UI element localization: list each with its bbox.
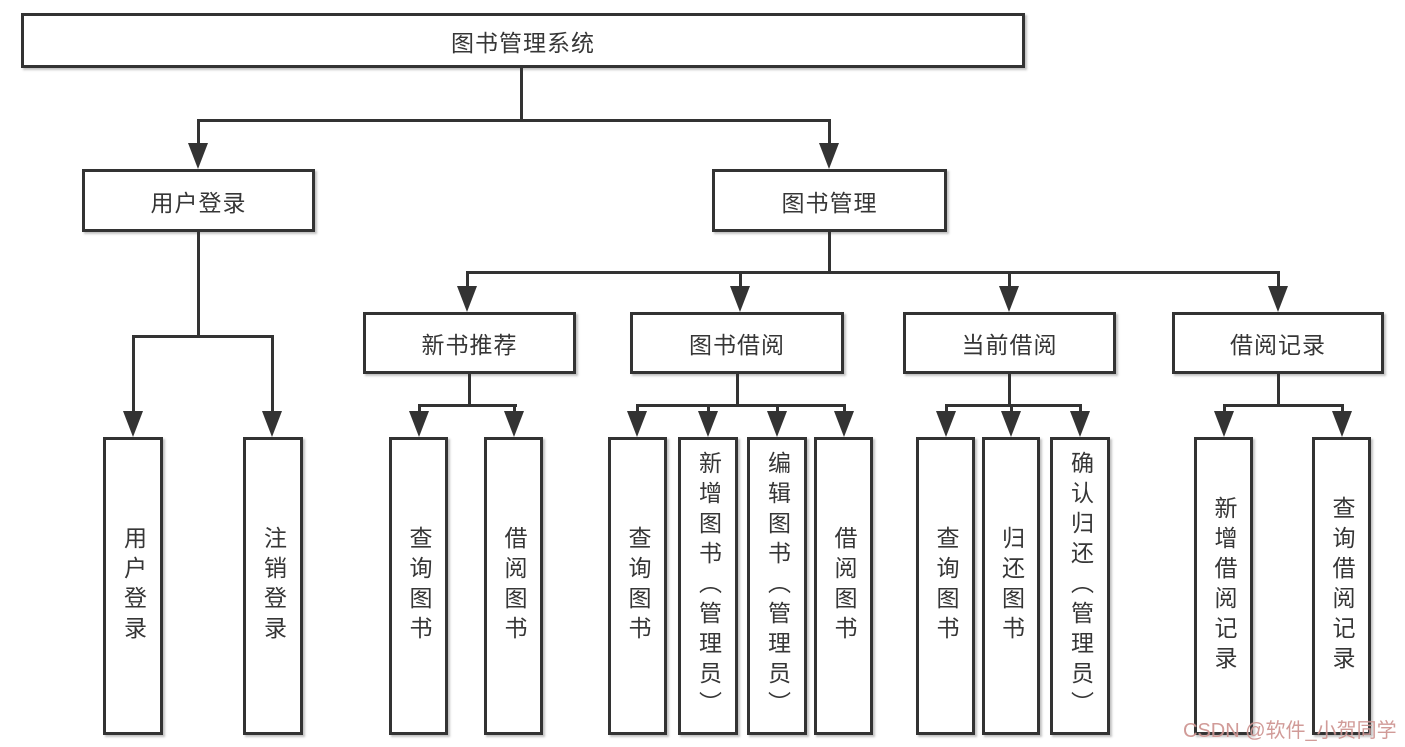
connector-hline: [132, 335, 274, 338]
arrow-down-icon: [188, 143, 208, 169]
leaf-logout: 注销登录: [243, 437, 303, 735]
connector-hline: [636, 404, 846, 407]
connector-hline: [418, 404, 517, 407]
connector-vline: [828, 232, 831, 274]
connector-vline: [828, 119, 831, 146]
connector-vline: [271, 335, 274, 413]
node-book-management-system: 图书管理系统: [21, 13, 1025, 68]
arrow-down-icon: [1332, 411, 1352, 437]
leaf-borrow-books-1: 借阅图书: [484, 437, 543, 735]
leaf-return-books: 归还图书: [982, 437, 1040, 735]
node-book-management: 图书管理: [712, 169, 947, 232]
arrow-down-icon: [698, 411, 718, 437]
connector-vline: [1277, 374, 1280, 406]
connector-vline: [418, 404, 421, 414]
leaf-borrow-books-2: 借阅图书: [814, 437, 873, 735]
connector-vline: [513, 404, 516, 414]
arrow-down-icon: [1268, 286, 1288, 312]
connector-vline: [1079, 404, 1082, 414]
arrow-down-icon: [457, 286, 477, 312]
connector-vline: [776, 404, 779, 414]
leaf-edit-books-admin: 编辑图书（管理员）: [747, 437, 807, 735]
leaf-user-login: 用户登录: [103, 437, 163, 735]
connector-vline: [739, 271, 742, 288]
connector-vline: [636, 404, 639, 414]
arrow-down-icon: [504, 411, 524, 437]
arrow-down-icon: [409, 411, 429, 437]
connector-vline: [1341, 404, 1344, 414]
leaf-confirm-return-admin: 确认归还（管理员）: [1050, 437, 1110, 735]
leaf-query-books-3: 查询图书: [916, 437, 975, 735]
connector-hline: [466, 271, 1280, 274]
arrow-down-icon: [1001, 411, 1021, 437]
arrow-down-icon: [627, 411, 647, 437]
arrow-down-icon: [262, 411, 282, 437]
connector-vline: [520, 68, 523, 121]
leaf-query-books-2: 查询图书: [608, 437, 667, 735]
connector-hline: [1223, 404, 1344, 407]
connector-vline: [1008, 271, 1011, 288]
leaf-query-books-1: 查询图书: [389, 437, 448, 735]
node-user-login: 用户登录: [82, 169, 315, 232]
arrow-down-icon: [1070, 411, 1090, 437]
watermark: CSDN @软件_小贺同学: [1183, 720, 1397, 742]
connector-vline: [945, 404, 948, 414]
arrow-down-icon: [819, 143, 839, 169]
connector-vline: [466, 271, 469, 288]
arrow-down-icon: [936, 411, 956, 437]
connector-vline: [1223, 404, 1226, 414]
connector-hline: [197, 119, 831, 122]
node-borrowing-records: 借阅记录: [1172, 312, 1384, 374]
arrow-down-icon: [834, 411, 854, 437]
connector-vline: [707, 404, 710, 414]
leaf-query-borrow-record: 查询借阅记录: [1312, 437, 1371, 735]
connector-vline: [1277, 271, 1280, 288]
arrow-down-icon: [999, 286, 1019, 312]
connector-vline: [736, 374, 739, 406]
connector-vline: [1008, 374, 1011, 406]
node-current-borrowing: 当前借阅: [903, 312, 1116, 374]
connector-vline: [843, 404, 846, 414]
node-book-borrowing: 图书借阅: [630, 312, 844, 374]
leaf-add-books-admin: 新增图书（管理员）: [678, 437, 738, 735]
connector-hline: [945, 404, 1082, 407]
arrow-down-icon: [1214, 411, 1234, 437]
connector-vline: [132, 335, 135, 413]
leaf-add-borrow-record: 新增借阅记录: [1194, 437, 1253, 735]
connector-vline: [197, 119, 200, 146]
arrow-down-icon: [767, 411, 787, 437]
connector-vline: [468, 374, 471, 406]
arrow-down-icon: [730, 286, 750, 312]
connector-vline: [1010, 404, 1013, 414]
connector-vline: [197, 232, 200, 338]
node-new-book-recommend: 新书推荐: [363, 312, 576, 374]
arrow-down-icon: [123, 411, 143, 437]
